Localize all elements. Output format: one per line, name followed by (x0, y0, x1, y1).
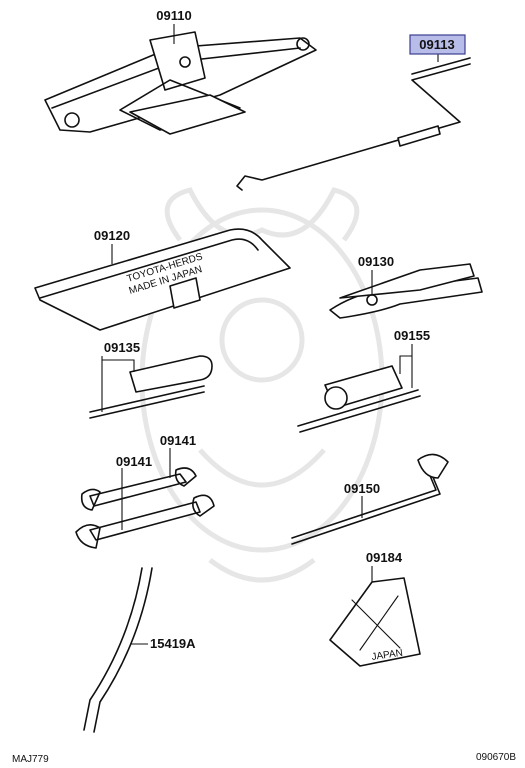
part-label-09135[interactable]: 09135 (104, 340, 140, 355)
part-label-09120[interactable]: 09120 (94, 228, 130, 243)
pliers[interactable] (329, 263, 483, 319)
part-label-09150[interactable]: 09150 (344, 481, 380, 496)
wheel-nut-wrench[interactable] (291, 453, 449, 545)
part-label-09130[interactable]: 09130 (358, 254, 394, 269)
part-labels: 09110 09113 09120 09130 09135 09155 0914… (94, 8, 466, 651)
part-label-15419A[interactable]: 15419A (150, 636, 196, 651)
part-label-09141-lower[interactable]: 09141 (116, 454, 152, 469)
svg-text:JAPAN: JAPAN (371, 648, 404, 663)
tool-bag[interactable]: TOYOTA-HERDS MADE IN JAPAN (34, 228, 291, 331)
part-label-09110[interactable]: 09110 (156, 8, 191, 23)
jack-handle[interactable] (236, 57, 471, 191)
part-label-highlight (409, 34, 466, 55)
plug-wrench[interactable] (297, 365, 421, 433)
part-label-09155[interactable]: 09155 (394, 328, 430, 343)
leader-lines (101, 24, 439, 645)
wrench-upper[interactable] (80, 467, 197, 511)
part-label-09141-upper[interactable]: 09141 (160, 433, 196, 448)
footer-right-code: 090670B (476, 752, 516, 763)
hose[interactable] (83, 567, 153, 733)
part-label-09184[interactable]: 09184 (366, 550, 403, 565)
wrench-lower[interactable] (75, 494, 215, 549)
part-label-09113[interactable]: 09113 (419, 37, 454, 52)
footer-left-code: MAJ779 (12, 754, 49, 765)
scissor-jack[interactable] (44, 31, 317, 135)
screwdriver[interactable] (89, 355, 213, 419)
jack-stand[interactable]: JAPAN (329, 577, 421, 667)
